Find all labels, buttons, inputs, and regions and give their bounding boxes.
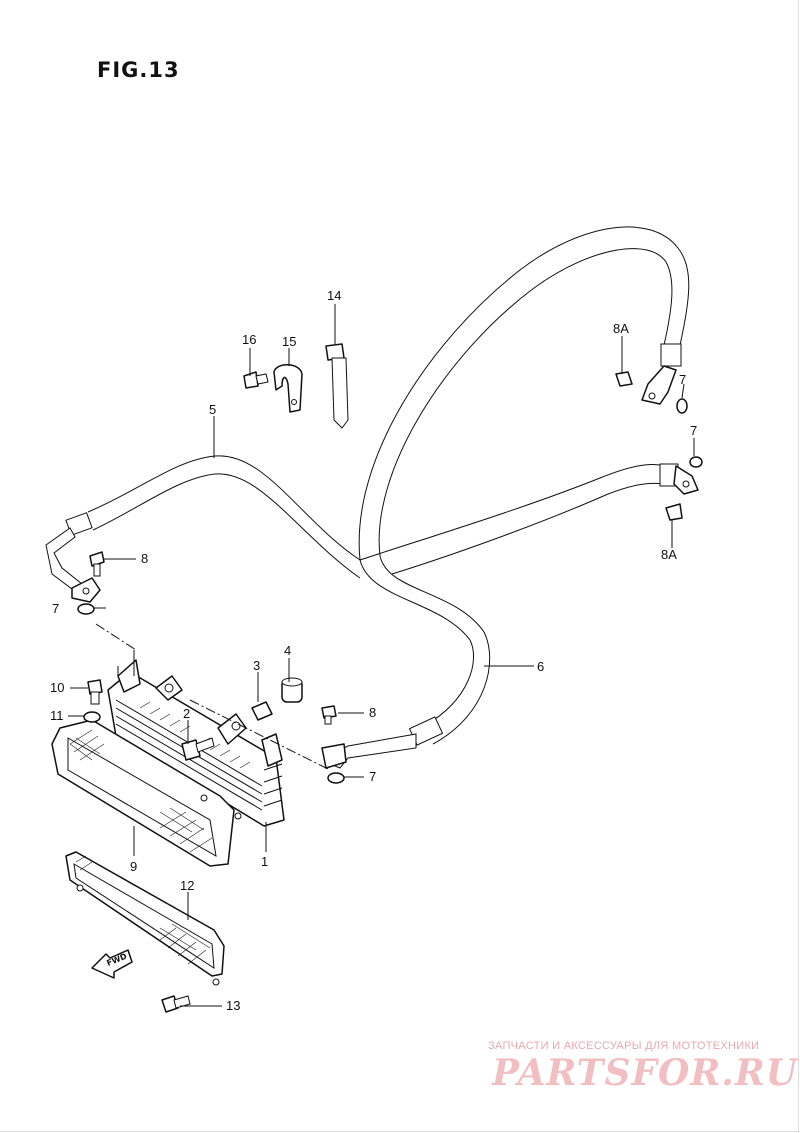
callout-10: 10 (50, 680, 64, 695)
callout-7-upper: 7 (679, 372, 686, 387)
callout-4: 4 (284, 643, 291, 658)
callout-11: 11 (50, 708, 64, 723)
bolt-2 (181, 737, 215, 761)
bolt-8-mid (321, 705, 337, 725)
callout-2: 2 (183, 706, 190, 721)
callout-7-mid: 7 (369, 769, 376, 784)
figure-title: FIG.13 (97, 58, 180, 82)
callout-5: 5 (209, 402, 216, 417)
callout-16: 16 (242, 332, 256, 347)
callout-13: 13 (226, 998, 240, 1013)
callout-8-left: 8 (141, 551, 148, 566)
washer-7-upper (676, 398, 688, 414)
watermark-logo: PARTSFOR.RU (492, 1052, 799, 1094)
callout-7-right: 7 (690, 423, 697, 438)
cooler-guard-9 (51, 719, 242, 867)
callout-3: 3 (253, 658, 260, 673)
clamp-15 (273, 364, 303, 413)
oil-hose-upper (359, 463, 699, 575)
washer-11 (83, 711, 101, 723)
callout-1: 1 (261, 854, 268, 869)
washer-7-mid (327, 772, 345, 784)
bolt-16 (243, 371, 269, 389)
oil-hose-6 (321, 226, 690, 769)
callout-8A-upper: 8A (613, 321, 629, 336)
callout-15: 15 (282, 334, 296, 349)
callout-14: 14 (327, 288, 341, 303)
callout-labels: 1 2 3 4 5 6 7 7 7 7 8 8 8A 8A 9 10 11 12… (50, 288, 697, 1013)
bolt-8-left (89, 551, 105, 577)
callout-6: 6 (537, 659, 544, 674)
bolt-8A-lower (665, 503, 683, 521)
callout-12: 12 (180, 878, 194, 893)
callout-8A-lower: 8A (661, 547, 677, 562)
bolt-13 (161, 995, 191, 1013)
washer-7-left (77, 603, 95, 615)
watermark-tagline: ЗАПЧАСТИ И АКСЕССУАРЫ ДЛЯ МОТОТЕХНИКИ (488, 1040, 760, 1052)
washer-7-right (689, 456, 703, 468)
tie-band-14 (325, 343, 349, 429)
cushion-4 (281, 677, 303, 703)
bolt-8A-upper (615, 371, 633, 387)
oil-hose-5 (45, 455, 361, 603)
cooler-cover-12 (65, 851, 225, 986)
bolt-10 (87, 679, 103, 705)
callout-9: 9 (130, 859, 137, 874)
callout-8-mid: 8 (369, 705, 376, 720)
collar-3 (251, 701, 273, 721)
callout-7-left: 7 (52, 601, 59, 616)
leader-lines (68, 304, 695, 1007)
